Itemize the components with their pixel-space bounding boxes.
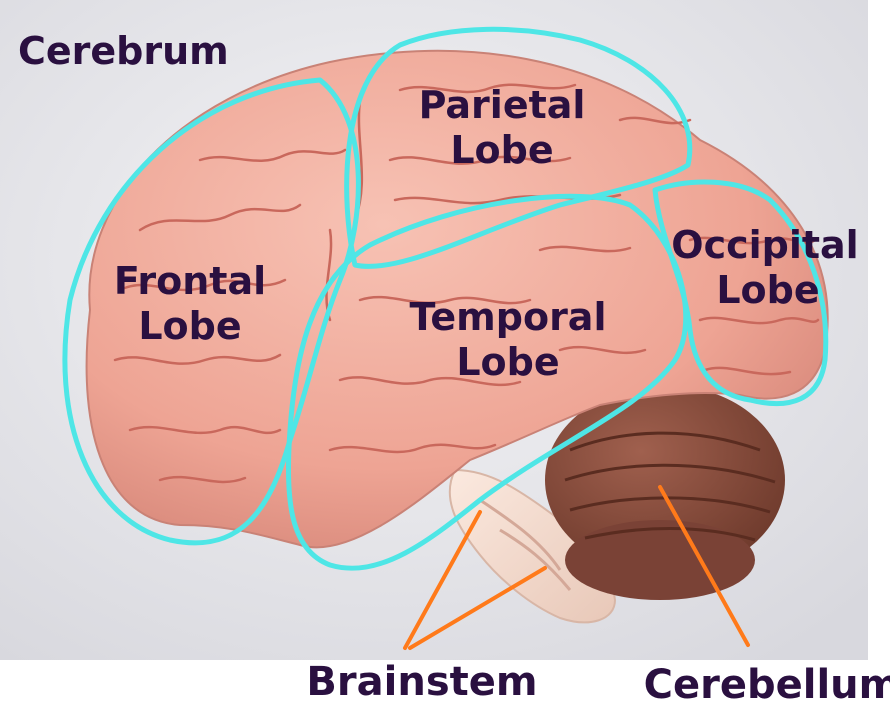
- temporal-lobe-outline: [285, 193, 689, 571]
- parietal-lobe-label-line2: Lobe: [450, 128, 553, 172]
- frontal-lobe-label-line2: Lobe: [138, 304, 241, 348]
- brainstem-pointer-upper: [403, 510, 482, 650]
- gyri-texture: [113, 83, 820, 484]
- brainstem-label: Brainstem: [306, 659, 537, 703]
- brainstem-groove: [499, 528, 572, 591]
- parietal-lobe-outline: [344, 26, 693, 269]
- brainstem-pointer-lower: [408, 566, 547, 650]
- frontal-lobe-label: Frontal: [114, 259, 266, 303]
- parietal-lobe-label: Parietal: [419, 83, 586, 127]
- lobe-outlines: [62, 26, 829, 571]
- brainstem-groove: [479, 498, 562, 571]
- cerebellum-pointer: [658, 485, 750, 647]
- cerebrum-label: Cerebrum: [18, 29, 229, 73]
- temporal-lobe-label-line2: Lobe: [456, 340, 559, 384]
- occipital-lobe-label-line2: Lobe: [716, 268, 819, 312]
- pointer-lines: [403, 485, 750, 650]
- cerebellum-lower: [565, 520, 755, 600]
- cerebellum-fold: [584, 527, 756, 542]
- cerebellum-fold: [569, 431, 761, 452]
- cerebellum-label: Cerebellum: [644, 662, 890, 703]
- cerebellum-fold: [564, 463, 776, 484]
- temporal-lobe-label: Temporal: [410, 295, 607, 339]
- occipital-lobe-label: Occipital: [671, 223, 858, 267]
- occipital-lobe-outline: [652, 179, 829, 407]
